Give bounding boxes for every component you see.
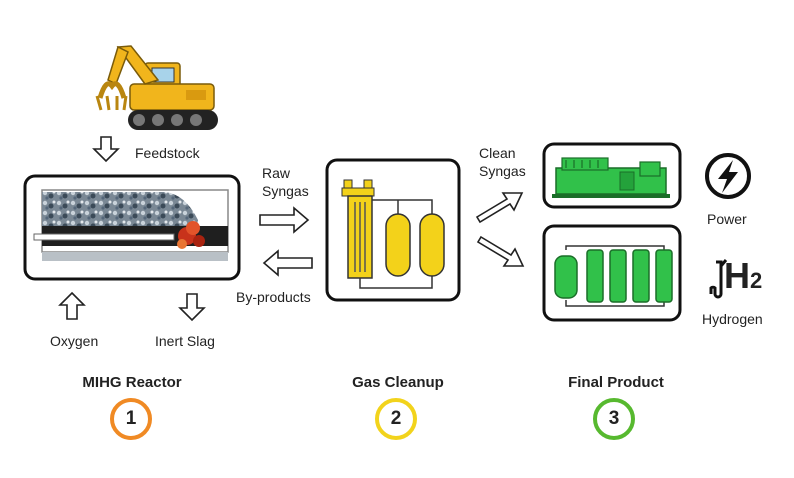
stage-badge-3: 3 [593,398,635,440]
stage-title-final-product: Final Product [568,374,664,391]
raw-syngas-arrow [259,206,310,234]
raw-syngas-label-line1: Raw [262,165,291,181]
clean-syngas-arrow-power [475,192,524,224]
hydrogen-fuel-icon [709,259,728,299]
stage-badge-2: 2 [375,398,417,440]
raw-syngas-label-line2: Syngas [262,183,309,199]
hydrogen-production-unit [542,224,682,322]
oxygen-arrow [58,291,86,320]
by-products-arrow [262,249,313,277]
h2-subscript: 2 [750,268,763,293]
inert-slag-arrow [178,293,206,322]
clean-syngas-arrow-hydrogen [476,235,525,267]
h2-symbol: H2 [724,256,762,301]
feedstock-label: Feedstock [135,145,200,161]
power-label: Power [707,211,747,227]
gas-cleanup-unit [325,158,461,302]
power-generator-unit [542,142,682,209]
stage-badge-1: 1 [110,398,152,440]
clean-syngas-label-line2: Syngas [479,163,526,179]
lightning-bolt-icon [705,153,751,199]
clean-syngas-label-line1: Clean [479,145,516,161]
stage-title-gas-cleanup: Gas Cleanup [352,374,444,391]
h2-letter: H [724,255,750,296]
oxygen-label: Oxygen [50,333,99,349]
excavator-icon [95,45,218,130]
inert-slag-label: Inert Slag [155,333,215,349]
by-products-label: By-products [236,289,311,305]
hydrogen-label: Hydrogen [702,311,763,327]
feedstock-arrow [92,136,120,163]
mihg-reactor [23,174,241,281]
stage-title-mihg-reactor: MIHG Reactor [82,374,182,391]
